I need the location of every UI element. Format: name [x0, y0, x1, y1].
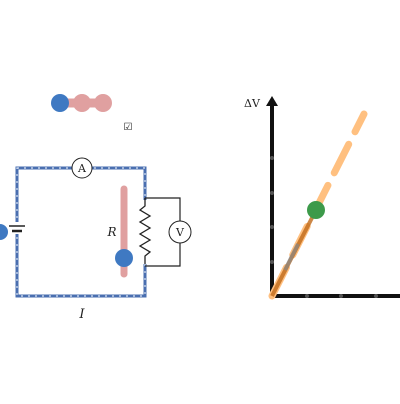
checkbox-icon[interactable]: ☑	[124, 122, 133, 133]
graph: ΔV	[244, 96, 400, 300]
mode-slider-dot	[73, 94, 91, 112]
resistor	[138, 198, 152, 264]
mode-slider[interactable]	[51, 94, 112, 112]
ammeter-label: A	[77, 162, 87, 175]
voltmeter-label: V	[175, 226, 185, 239]
current-label: I	[78, 307, 85, 322]
voltmeter: V	[145, 197, 192, 267]
ammeter: A	[71, 157, 93, 179]
resistance-slider[interactable]	[115, 185, 133, 278]
battery	[9, 222, 25, 234]
circuit: A V R I	[0, 157, 192, 322]
data-point[interactable]	[307, 201, 325, 219]
axis-ticks	[270, 156, 378, 298]
resistance-slider-knob[interactable]	[115, 249, 133, 267]
battery-slider-knob[interactable]	[0, 224, 8, 240]
mode-slider-knob[interactable]	[51, 94, 69, 112]
y-axis-arrow	[266, 96, 278, 106]
mode-slider-dot	[94, 94, 112, 112]
resistor-label: R	[106, 225, 116, 239]
y-axis-label: ΔV	[244, 97, 261, 110]
measured-segment	[283, 243, 300, 271]
